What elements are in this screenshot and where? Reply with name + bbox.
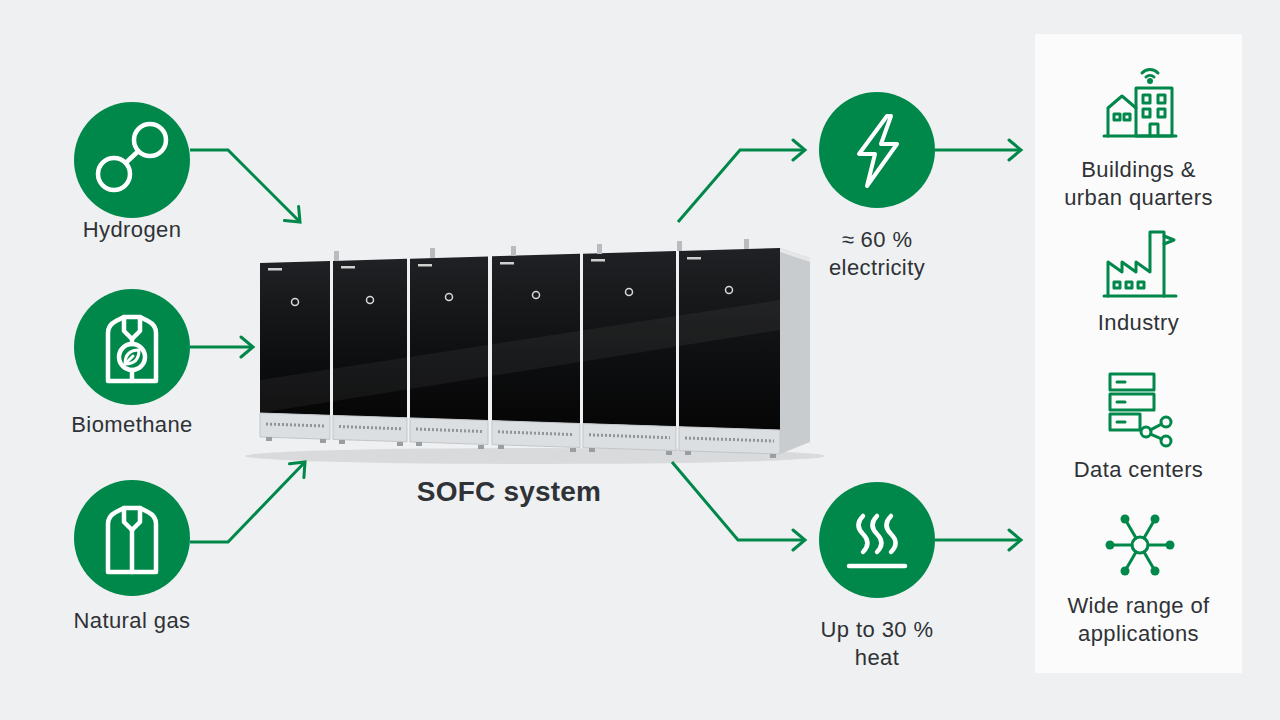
node-label: Biomethane <box>32 411 232 439</box>
input-circle: Natural gas <box>74 480 190 596</box>
cabinet-bases <box>260 413 780 454</box>
label-slot: Data centers <box>1054 456 1224 484</box>
flow-arrow <box>190 150 300 222</box>
sofc-unit: SOFC system <box>250 222 815 462</box>
node-label: Natural gas <box>32 607 232 635</box>
application-icon <box>1106 515 1175 576</box>
label-slot: Industry <box>1054 309 1224 337</box>
cabinet-row <box>245 239 825 464</box>
label-slot: Natural gas <box>32 607 232 635</box>
cabinet-side <box>780 248 810 454</box>
node-label: ≈ 60 % electricity <box>807 226 947 282</box>
flow-arrow <box>190 346 253 349</box>
cabinet-pipes <box>334 239 749 261</box>
circle-icon <box>108 317 156 381</box>
output-circle: Up to 30 % heat <box>819 482 935 598</box>
cabinet-fronts <box>260 248 780 430</box>
flow-arrow <box>935 149 1021 152</box>
circle-shape <box>819 92 935 208</box>
flow-arrow <box>672 462 805 540</box>
flow-arrow <box>190 462 305 542</box>
application-panel: Buildings & urban quartersIndustryData c… <box>1035 34 1242 673</box>
label-slot: Buildings & urban quarters <box>1054 156 1224 212</box>
node-label: Up to 30 % heat <box>807 616 947 672</box>
panel-icons <box>1035 34 1242 673</box>
label-slot: Hydrogen <box>32 216 232 244</box>
application-icon <box>1104 232 1176 296</box>
label-slot: SOFC system <box>359 476 659 508</box>
label-slot: Biomethane <box>32 411 232 439</box>
circle-icon <box>859 116 897 186</box>
input-circle: Biomethane <box>74 289 190 405</box>
circle-fill <box>74 480 190 596</box>
cabinet-vents <box>266 424 774 441</box>
cabinet-sheen <box>260 300 780 413</box>
application-label: Wide range of applications <box>1054 592 1224 648</box>
label-slot: Wide range of applications <box>1054 592 1224 648</box>
circle-shape <box>74 480 190 596</box>
circle-shape <box>74 102 190 218</box>
circle-icon <box>108 508 156 572</box>
circle-fill <box>819 92 935 208</box>
node-label: SOFC system <box>359 476 659 508</box>
circle-fill <box>74 102 190 218</box>
output-circle: ≈ 60 % electricity <box>819 92 935 208</box>
application-icon <box>1110 374 1171 446</box>
application-label: Buildings & urban quarters <box>1054 156 1224 212</box>
application-label: Data centers <box>1054 456 1224 484</box>
application-label: Industry <box>1054 309 1224 337</box>
label-slot: Up to 30 % heat <box>807 616 947 672</box>
label-slot: ≈ 60 % electricity <box>807 226 947 282</box>
circle-fill <box>74 289 190 405</box>
circle-fill <box>819 482 935 598</box>
cabinet-logos <box>268 257 701 271</box>
cabinet-feet <box>266 437 776 458</box>
cabinet-indicators <box>292 287 733 306</box>
circle-shape <box>819 482 935 598</box>
circle-icon <box>98 124 166 190</box>
circle-icon <box>849 516 905 566</box>
input-circle: Hydrogen <box>74 102 190 218</box>
node-label: Hydrogen <box>32 216 232 244</box>
circle-shape <box>74 289 190 405</box>
flow-arrow <box>678 150 805 222</box>
flow-arrow <box>935 539 1021 542</box>
connector-group <box>190 150 1021 542</box>
application-icon <box>1104 70 1176 136</box>
